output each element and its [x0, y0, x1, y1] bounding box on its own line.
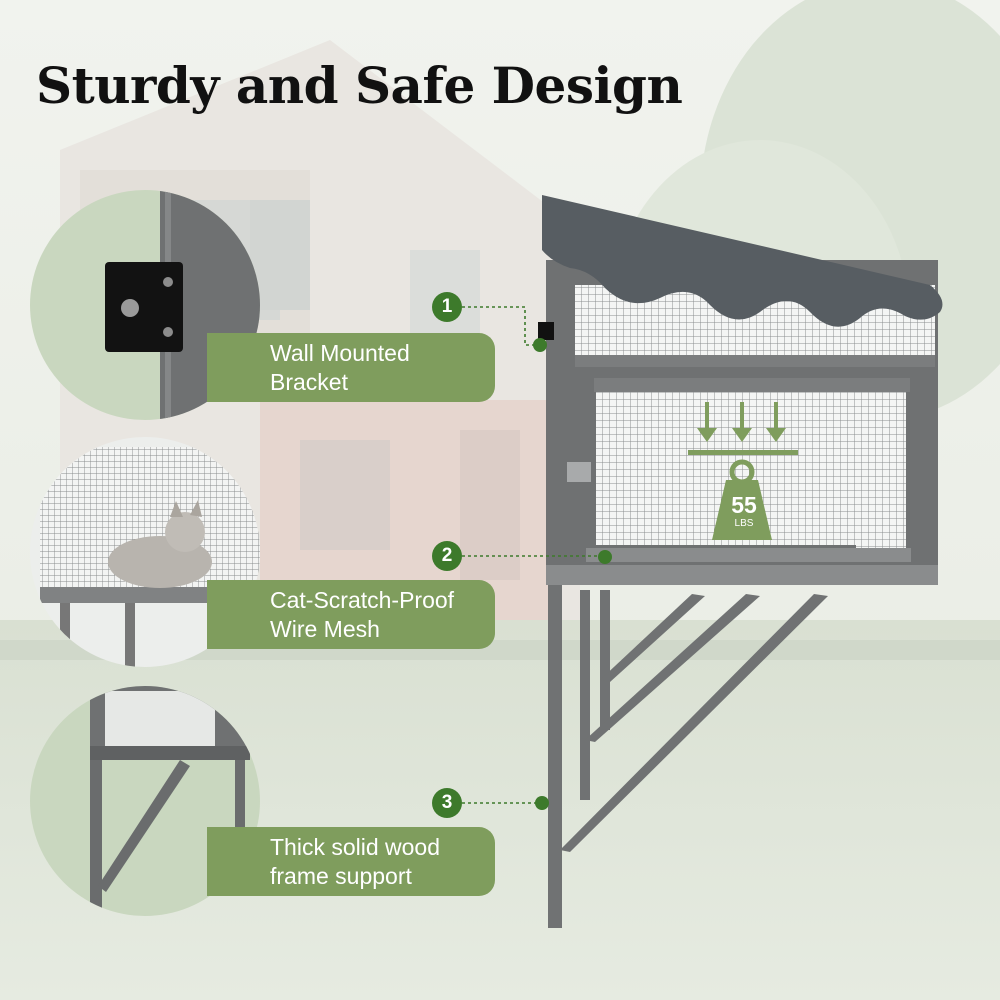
- page-title: Sturdy and Safe Design: [36, 56, 683, 115]
- feature-label-text: Wall Mounted Bracket: [270, 339, 410, 395]
- feature-label-text: Thick solid wood frame support: [270, 833, 441, 889]
- feature-label-wood-frame: Thick solid wood frame support: [207, 827, 495, 896]
- load-value: 55: [731, 492, 757, 518]
- feature-badge-3: 3: [432, 788, 462, 818]
- feature-badge-2: 2: [432, 541, 462, 571]
- feature-badge-1: 1: [432, 292, 462, 322]
- feature-label-wire-mesh: Cat-Scratch-Proof Wire Mesh: [207, 580, 495, 649]
- load-unit: LBS: [734, 518, 754, 529]
- feature-label-text: Cat-Scratch-Proof Wire Mesh: [270, 586, 455, 642]
- feature-label-wall-bracket: Wall Mounted Bracket: [207, 333, 495, 402]
